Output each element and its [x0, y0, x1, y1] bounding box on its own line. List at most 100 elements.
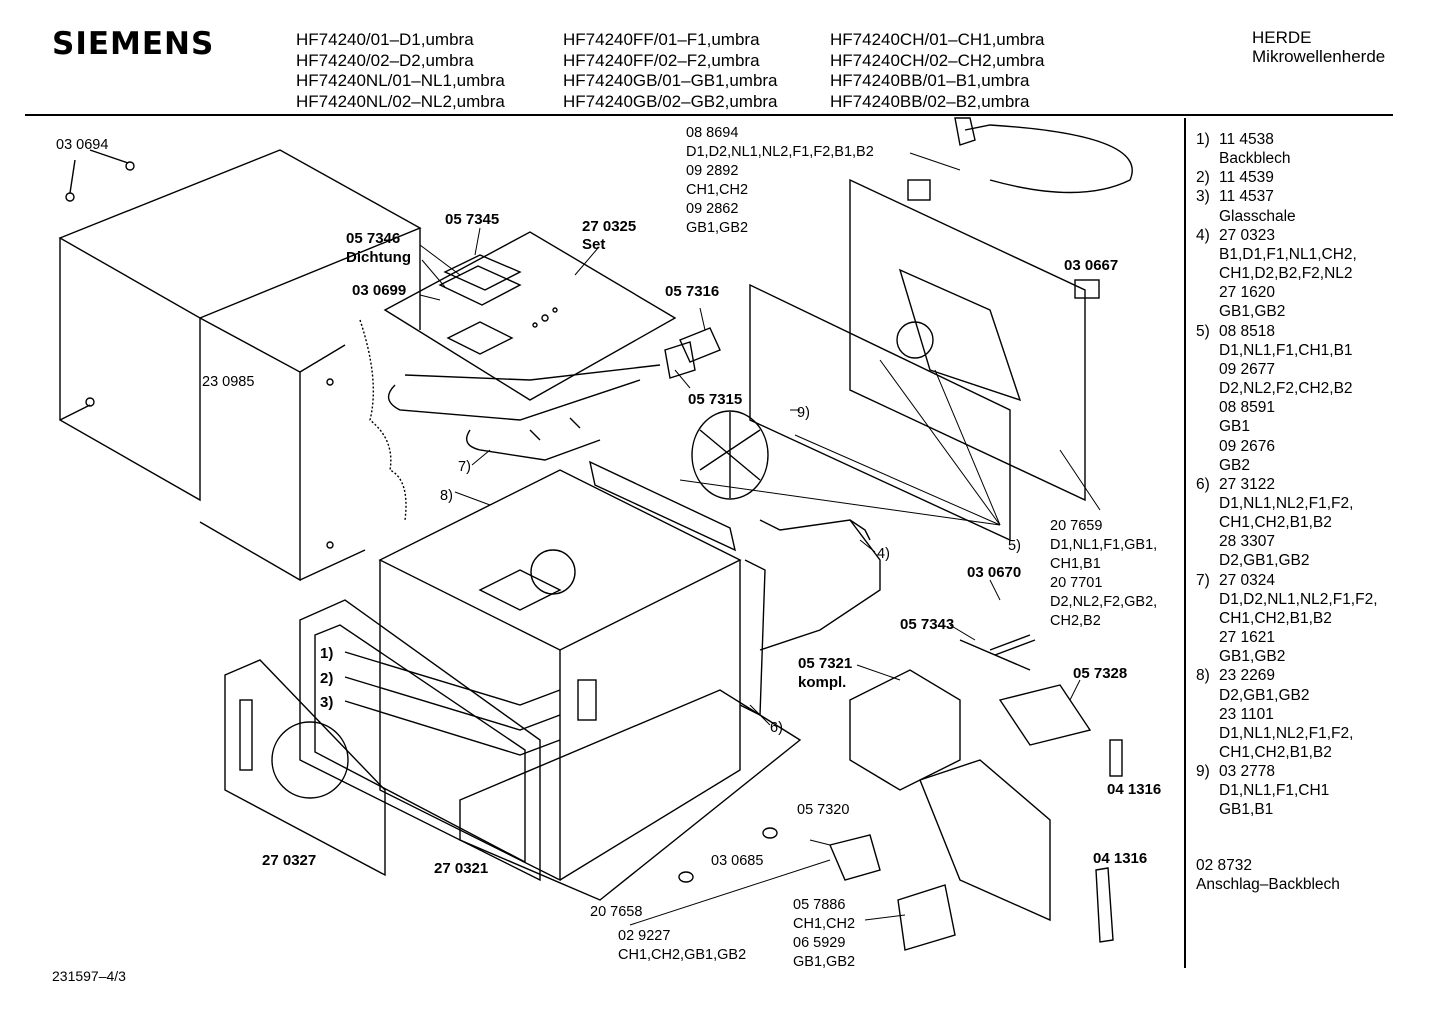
- category-subtitle: Mikrowellenherde: [1252, 47, 1386, 66]
- legend-part-number: 11 4537: [1219, 188, 1274, 206]
- part-label: 2): [320, 670, 334, 687]
- door-frame: [299, 599, 541, 882]
- legend-part-number: 27 0323: [1219, 226, 1276, 244]
- legend-item: D2,GB1,GB2: [1196, 686, 1378, 705]
- legend-item: 08 8591: [1196, 398, 1378, 417]
- legend-item: GB1: [1196, 417, 1378, 436]
- document-number: 231597–4/3: [52, 968, 126, 984]
- top-panel: [383, 231, 677, 461]
- legend-number: 6): [1196, 475, 1210, 493]
- model-entry: HF74240/02–D2,umbra: [296, 50, 474, 70]
- screws: [65, 149, 135, 202]
- legend-item: GB1,GB2: [1196, 302, 1378, 321]
- part-label: 05 7345: [445, 211, 500, 228]
- part-label: 09 2892: [686, 163, 739, 179]
- legend-text: 09 2676: [1219, 437, 1276, 455]
- legend-part-number: 03 2778: [1219, 763, 1276, 781]
- model-entry: HF74240GB/02–GB2,umbra: [563, 91, 778, 111]
- outer-casing: [58, 149, 422, 582]
- legend-text: GB1: [1219, 418, 1251, 436]
- brand-logo: SIEMENS: [52, 26, 215, 62]
- part-label: 05 7316: [665, 283, 720, 300]
- part-label: CH2,B2: [1050, 613, 1101, 629]
- base-plate: [459, 689, 802, 901]
- model-column-2: HF74240FF/01–F1,umbra HF74240FF/02–F2,um…: [563, 30, 778, 112]
- model-entry: HF74240CH/02–CH2,umbra: [830, 50, 1045, 70]
- legend-note: 02 8732 Anschlag–Backblech: [1196, 856, 1340, 894]
- part-label: 3): [320, 694, 334, 711]
- legend-item: D1,NL1,F1,CH1,B1: [1196, 341, 1378, 360]
- legend-item: D1,NL1,NL2,F1,F2,: [1196, 494, 1378, 513]
- legend-part-number: 11 4539: [1219, 169, 1274, 187]
- legend-text: D1,NL1,F1,CH1: [1219, 782, 1330, 800]
- legend-item: 09 2676: [1196, 437, 1378, 456]
- legend-item: CH1,CH2,B1,B2: [1196, 513, 1378, 532]
- legend-text: D1,NL1,F1,CH1,B1: [1219, 341, 1353, 359]
- part-label: CH1,CH2: [686, 182, 749, 198]
- part-label: 05 7321: [798, 655, 853, 672]
- part-label: CH1,B1: [1050, 556, 1101, 572]
- legend-item: GB1,B1: [1196, 800, 1378, 819]
- legend-text: 08 8591: [1219, 399, 1276, 417]
- bracket: [664, 327, 721, 379]
- part-label: 20 7659: [1050, 518, 1103, 534]
- part-label: 09 2862: [686, 201, 739, 217]
- legend-item: 27 1620: [1196, 283, 1378, 302]
- part-label: 27 0327: [262, 852, 317, 869]
- stirrer-fan: [691, 410, 769, 500]
- legend-item: GB2: [1196, 456, 1378, 475]
- part-label: 7): [458, 459, 471, 475]
- legend-text: 09 2677: [1219, 360, 1276, 378]
- legend-text: 28 3307: [1219, 533, 1276, 551]
- part-label: 04 1316: [1093, 850, 1148, 867]
- legend-item: 4) 27 0323: [1196, 226, 1378, 245]
- legend-item: 23 1101: [1196, 705, 1378, 724]
- part-label: CH1,CH2: [793, 916, 856, 932]
- legend-text: D1,D2,NL1,NL2,F1,F2,: [1219, 590, 1378, 608]
- legend-item: D2,GB1,GB2: [1196, 551, 1378, 570]
- legend-text: Glasschale: [1219, 207, 1296, 225]
- part-label: 23 0985: [202, 374, 255, 390]
- legend-text: GB1,B1: [1219, 801, 1274, 819]
- legend-part-number: 08 8518: [1219, 322, 1276, 340]
- shelves: [344, 651, 561, 756]
- part-label: CH1,CH2,GB1,GB2: [618, 947, 747, 963]
- part-label: 8): [440, 488, 453, 504]
- legend-item: 6)27 3122: [1196, 475, 1378, 494]
- part-label: 27 0321: [434, 860, 489, 877]
- model-entry: HF74240NL/02–NL2,umbra: [296, 91, 505, 111]
- model-column-3: HF74240CH/01–CH1,umbra HF74240CH/02–CH2,…: [830, 30, 1045, 112]
- part-label: Set: [582, 236, 606, 253]
- model-entry: HF74240FF/02–F2,umbra: [563, 50, 760, 70]
- model-entry: HF74240FF/01–F1,umbra: [563, 30, 760, 49]
- part-label: 1): [320, 645, 334, 662]
- part-label: Dichtung: [346, 249, 411, 266]
- legend-item: 7)27 0324: [1196, 571, 1378, 590]
- part-label: 27 0325: [582, 218, 637, 235]
- legend-text: GB2: [1219, 456, 1251, 474]
- part-label: GB1,GB2: [793, 954, 856, 970]
- part-label: 03 0685: [711, 853, 764, 869]
- legend-item: 3)11 4537: [1196, 187, 1378, 206]
- legend-item: 28 3307: [1196, 532, 1378, 551]
- legend-part-number: 11 4538: [1219, 131, 1274, 148]
- legend-text: D1,NL1,NL2,F1,F2,: [1219, 494, 1354, 512]
- legend-number: 4): [1196, 226, 1210, 244]
- legend-divider: [1184, 118, 1186, 968]
- leader-lines: [419, 152, 1101, 926]
- model-entry: HF74240CH/01–CH1,umbra: [830, 30, 1045, 49]
- category-block: HERDE Mikrowellenherde: [1252, 28, 1385, 66]
- oven-cavity: [378, 460, 766, 882]
- legend-number: 7): [1196, 571, 1210, 589]
- legend-item: 9) 03 2778: [1196, 762, 1378, 781]
- model-entry: HF74240BB/01–B1,umbra: [830, 71, 1030, 90]
- power-cable: [954, 117, 1133, 194]
- legend-number: 9): [1196, 763, 1210, 781]
- legend-text: D2,GB1,GB2: [1219, 552, 1310, 570]
- legend-text: Backblech: [1219, 150, 1291, 168]
- legend-text: D2,NL2,F2,CH2,B2: [1219, 380, 1353, 398]
- model-entry: HF74240BB/02–B2,umbra: [830, 91, 1030, 111]
- part-label: GB1,GB2: [686, 220, 749, 236]
- part-label: 05 7346: [346, 230, 401, 247]
